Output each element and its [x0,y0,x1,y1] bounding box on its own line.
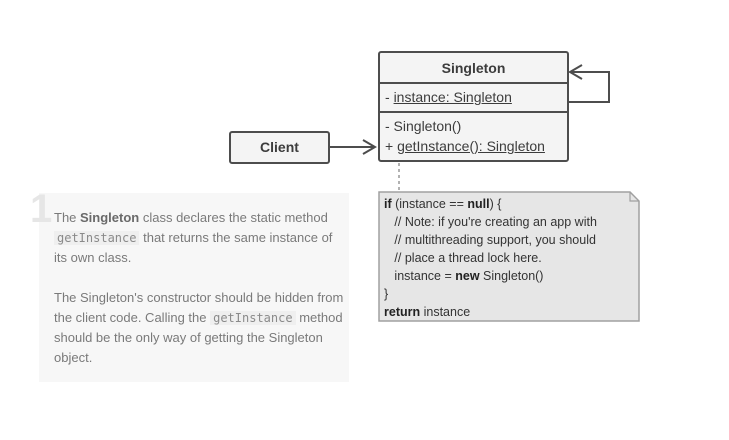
code-note: if (instance == null) { // Note: if you'… [378,191,640,322]
code-line-2: // Note: if you're creating an app with [384,215,597,229]
method-visibility: + [385,138,398,154]
code-line-1: if (instance == null) { [384,197,502,211]
fields-section: - instance: Singleton [380,82,567,111]
self-loop-arrowhead [568,64,583,80]
description-text: The Singleton class declares the static … [54,208,344,388]
code-line-3: // multithreading support, you should [384,233,596,247]
singleton-class-box: Singleton - instance: Singleton - Single… [378,51,569,162]
client-arrowhead [362,139,377,155]
note-shape [378,191,640,322]
get-instance-row: + getInstance(): Singleton [385,136,562,156]
code-line-6: } [384,287,389,301]
code-line-7: return instance [384,305,471,319]
self-association-loop [569,71,610,103]
description-panel [39,193,349,382]
code-line-4: // place a thread lock here. [384,251,542,265]
field-visibility: - [385,89,394,105]
client-box: Client [229,131,330,164]
note-code: if (instance == null) { // Note: if you'… [384,195,597,321]
methods-section: - Singleton() + getInstance(): Singleton [380,111,567,160]
instance-field: instance: Singleton [393,89,512,105]
step-number: 1 [30,187,53,231]
class-name: Singleton [441,60,506,76]
code-line-5: instance = new Singleton() [384,269,544,283]
description-paragraph-2: The Singleton's constructor should be hi… [54,290,344,365]
description-paragraph-1: The Singleton class declares the static … [54,210,333,265]
get-instance-method: getInstance(): Singleton [397,138,545,154]
constructor-method: - Singleton() [385,118,462,134]
